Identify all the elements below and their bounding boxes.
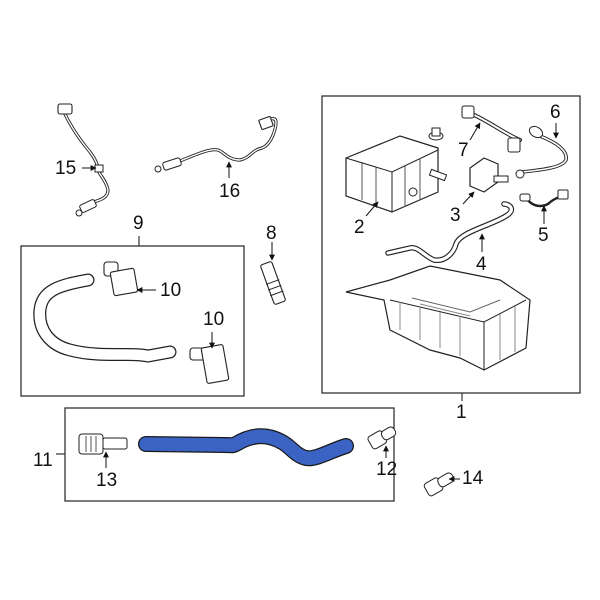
part-2-evap-canister[interactable] [345,135,448,213]
group-box-1 [321,95,581,394]
part-13-fitting[interactable] [78,433,128,455]
callout-6[interactable]: 6 [550,102,561,123]
callout-13[interactable]: 13 [96,470,118,491]
part-4-vapor-tube[interactable] [385,201,515,263]
part-canister-tray[interactable] [345,265,531,371]
callout-11[interactable]: 11 [33,450,53,471]
part-10-connector-upper[interactable] [103,261,139,297]
callout-3[interactable]: 3 [450,205,461,226]
part-clip[interactable] [428,127,444,141]
part-10-connector-lower[interactable] [189,344,230,384]
callout-2[interactable]: 2 [354,217,365,238]
part-9-hose[interactable] [33,273,177,363]
part-5-sensor-harness[interactable] [519,189,569,208]
callout-10-upper[interactable]: 10 [160,280,182,301]
part-3-vent-valve[interactable] [469,157,509,193]
callout-16[interactable]: 16 [219,181,241,202]
callout-1[interactable]: 1 [456,402,467,423]
part-7-harness[interactable] [461,105,522,153]
callout-12[interactable]: 12 [376,459,398,480]
callout-15[interactable]: 15 [55,158,77,179]
part-14-connector[interactable] [423,470,456,497]
part-8-connector[interactable] [259,261,287,305]
callout-5[interactable]: 5 [538,225,549,246]
callout-9[interactable]: 9 [133,213,144,234]
callout-7[interactable]: 7 [458,140,469,161]
callout-4[interactable]: 4 [476,254,487,275]
callout-8[interactable]: 8 [266,223,277,244]
part-11-hose-highlighted[interactable] [138,428,354,467]
part-16-oxygen-sensor[interactable] [154,115,278,173]
part-6-sensor-harness[interactable] [515,124,568,179]
part-12-connector[interactable] [367,424,398,450]
callout-14[interactable]: 14 [462,468,484,489]
group-box-9 [20,245,245,397]
callout-10-lower[interactable]: 10 [203,309,225,330]
